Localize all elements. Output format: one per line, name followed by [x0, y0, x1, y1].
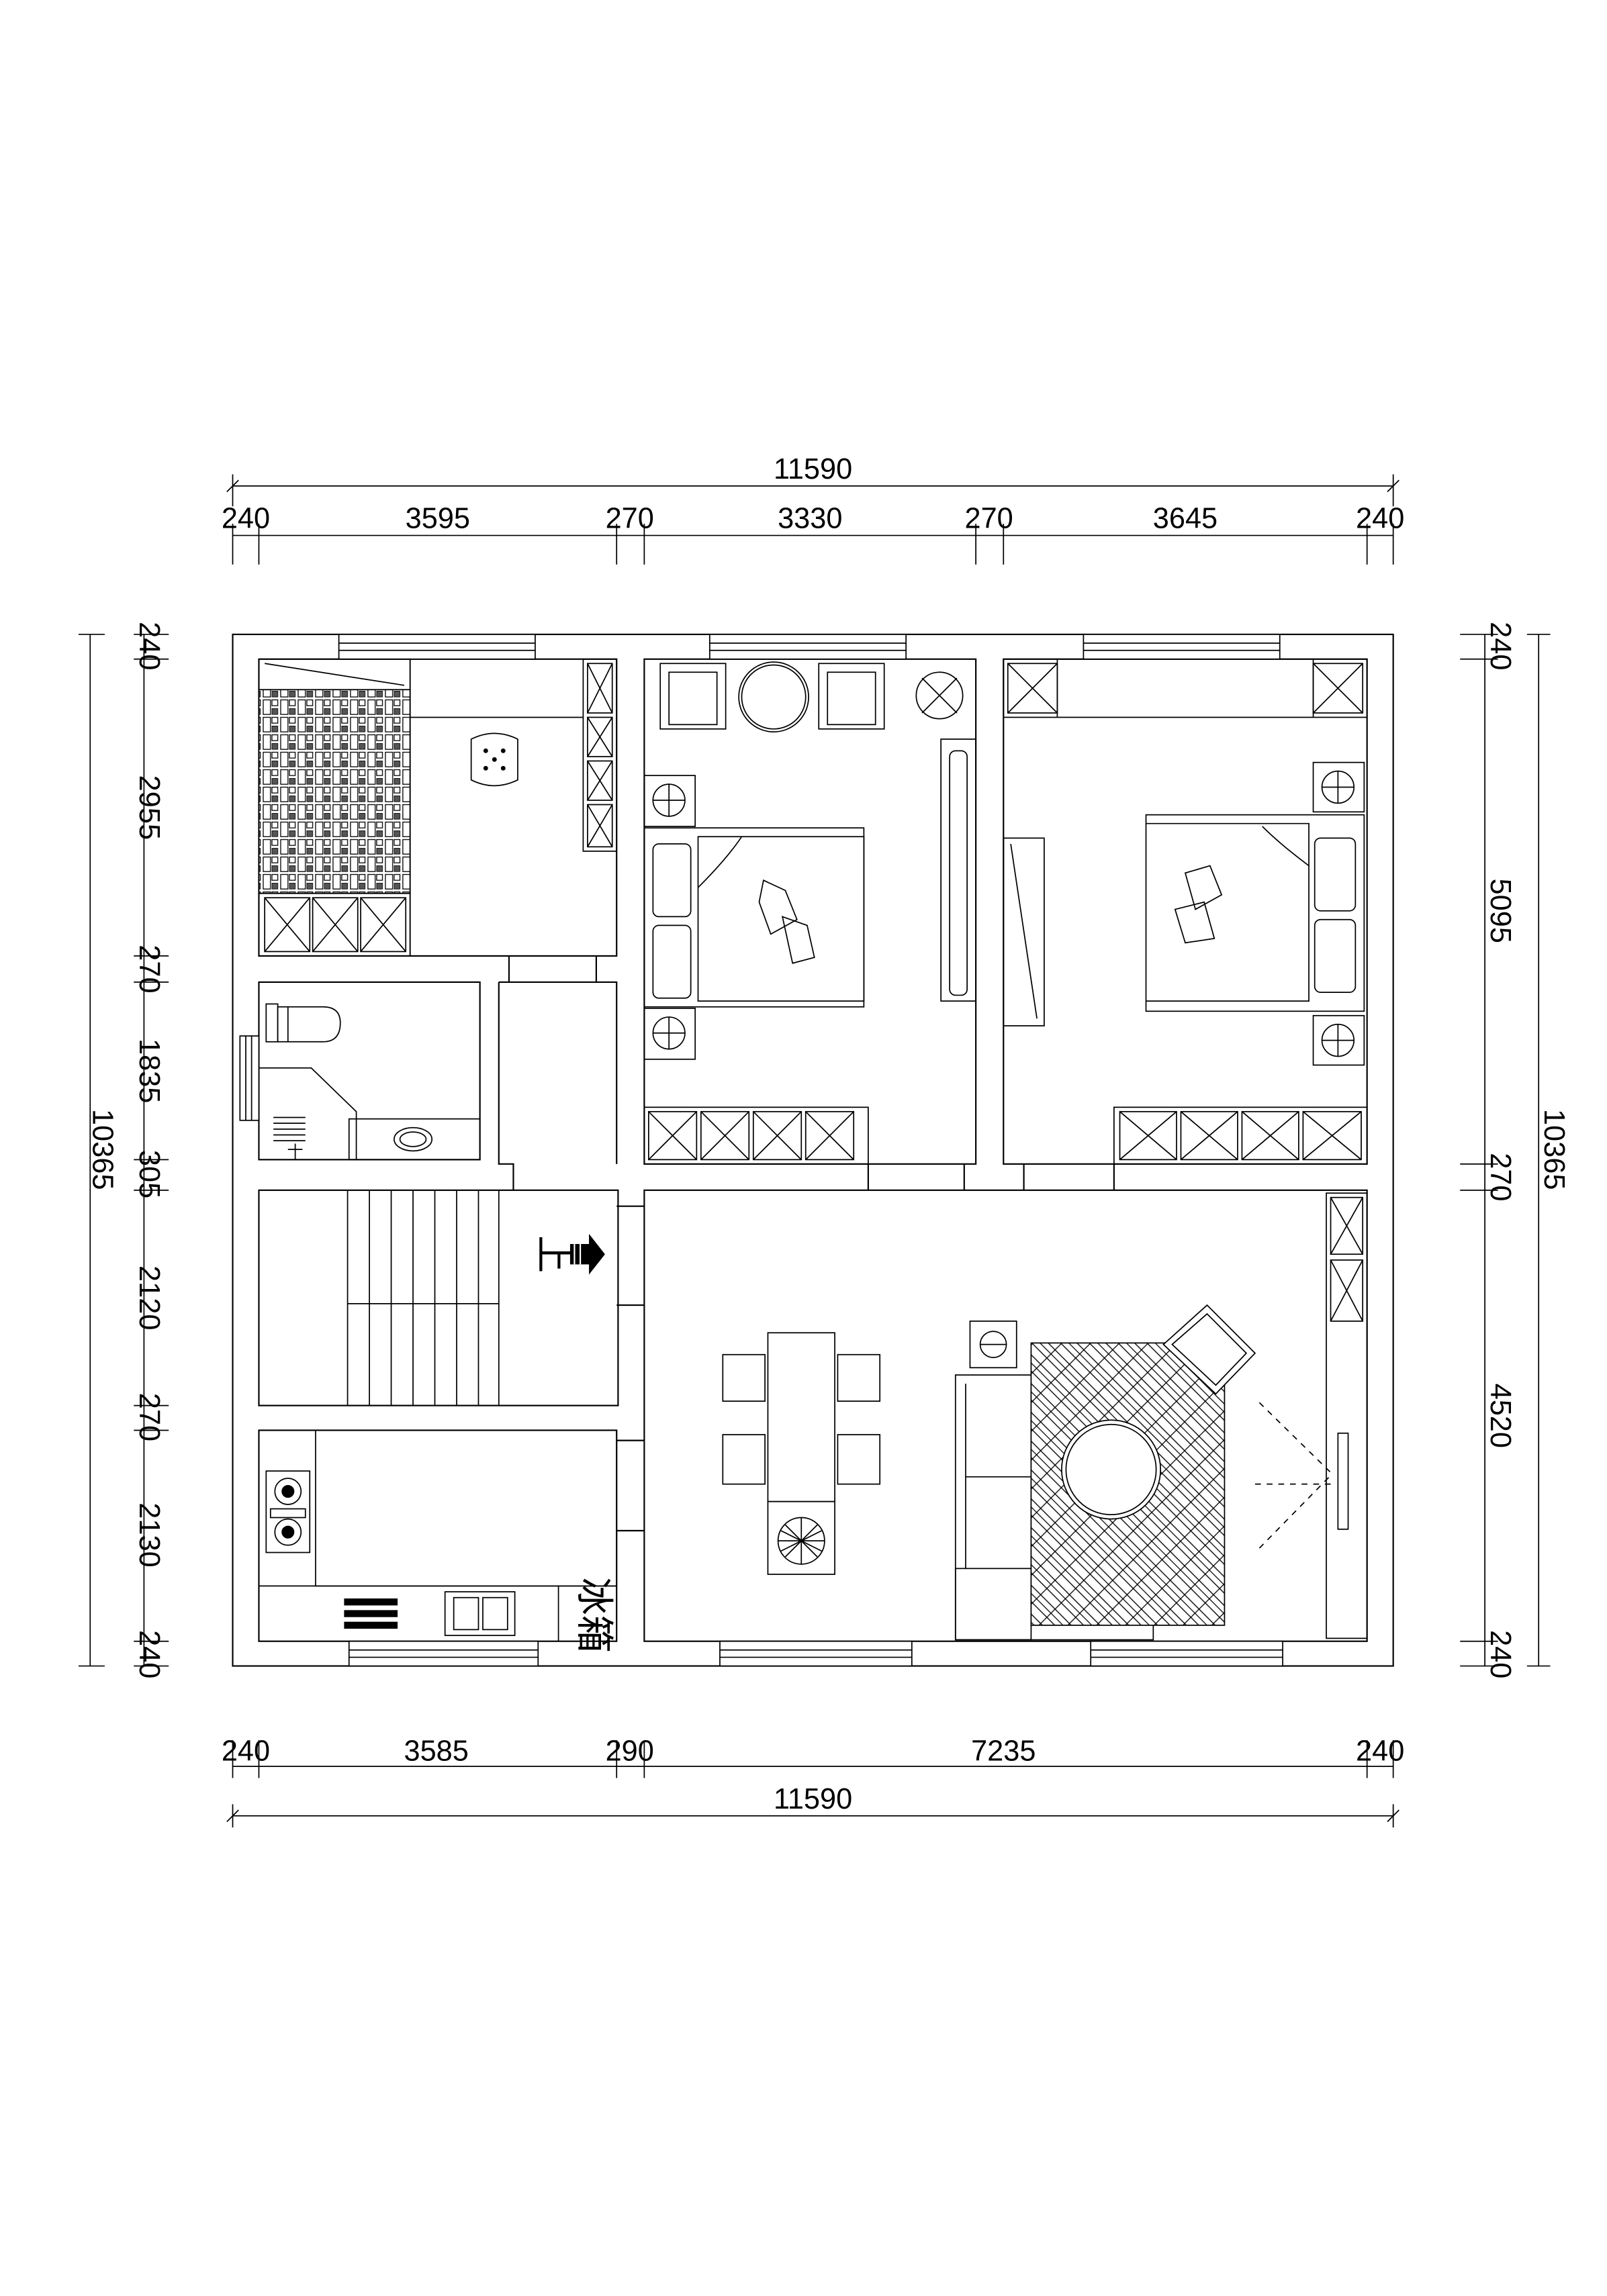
- dining-table: [722, 1332, 881, 1575]
- left-dim-8: 2130: [133, 1502, 165, 1567]
- top-dim-4: 3330: [778, 503, 842, 535]
- bottom-dim-1: 240: [222, 1735, 270, 1767]
- nightstand-right-top: [1312, 761, 1365, 813]
- top-total-dim: 11590: [774, 453, 852, 485]
- toilet: [265, 1003, 341, 1043]
- radiator: [273, 1116, 306, 1142]
- nightstand-bottom: [643, 1008, 696, 1060]
- right-dim-4: 4520: [1484, 1384, 1516, 1448]
- left-dim-4: 1835: [133, 1039, 165, 1103]
- tv-screen: [1337, 1432, 1349, 1530]
- double-bed-2: [1145, 814, 1365, 1012]
- wardrobe-right-bottom: [1113, 1106, 1368, 1165]
- windows: [239, 634, 1283, 1667]
- kitchen: [259, 1429, 618, 1641]
- nightstand-right-bottom: [1312, 1014, 1365, 1066]
- dish-rack-icon: [344, 1598, 398, 1629]
- left-dim-7: 270: [133, 1393, 165, 1441]
- left-dim-9: 240: [133, 1630, 165, 1678]
- bedroom-2: [1003, 658, 1368, 1165]
- gas-stove-icon: [265, 1470, 311, 1553]
- left-total-dim: 10365: [87, 1109, 119, 1190]
- right-dim-1: 240: [1484, 622, 1516, 670]
- stair-direction-arrow-icon: [569, 1233, 605, 1275]
- staircase: [347, 1190, 500, 1406]
- bottom-total-dim: 11590: [774, 1783, 852, 1815]
- lounge-chair: [1162, 1304, 1256, 1395]
- sink-icon: [444, 1591, 516, 1636]
- bottom-dim-5: 240: [1356, 1735, 1404, 1767]
- left-dim-1: 240: [133, 622, 165, 670]
- right-dim-3: 270: [1484, 1153, 1516, 1201]
- tv-cabinet: [1003, 837, 1045, 1026]
- left-dim-2: 2955: [133, 775, 165, 840]
- bottom-dim-4: 7235: [971, 1735, 1036, 1767]
- coffee-table: [1061, 1419, 1162, 1520]
- tv-unit: [1326, 1192, 1368, 1639]
- round-table: [738, 661, 809, 733]
- armchair: [470, 732, 518, 787]
- right-dim-2: 5095: [1484, 879, 1516, 943]
- top-dim-7: 240: [1356, 503, 1404, 535]
- lounge-chair-right: [818, 663, 885, 730]
- top-dim-2: 3595: [406, 503, 470, 535]
- plant-icon: [777, 1517, 825, 1565]
- top-dim-3: 270: [606, 503, 654, 535]
- right-total-dim: 10365: [1538, 1109, 1570, 1190]
- right-dim-5: 240: [1484, 1630, 1516, 1678]
- bathroom: [259, 1003, 481, 1161]
- lounge-chair-left: [659, 663, 727, 730]
- study-room: [258, 658, 618, 957]
- woven-rug: [258, 689, 411, 894]
- side-table-icon: [969, 1321, 1017, 1369]
- fridge-label: 冰箱: [572, 1577, 616, 1653]
- left-dimensions: [78, 634, 169, 1667]
- round-lamp-icon: [915, 671, 964, 720]
- tv-view-lines: [1254, 1402, 1333, 1549]
- top-dim-1: 240: [222, 503, 270, 535]
- left-dim-6: 2120: [133, 1265, 165, 1330]
- left-dim-3: 270: [133, 945, 165, 993]
- wardrobe-bottom: [643, 1106, 869, 1165]
- bottom-dimensions: [226, 1740, 1399, 1828]
- double-bed: [643, 827, 865, 1008]
- bedroom-1: [643, 661, 976, 1165]
- top-dim-5: 270: [964, 503, 1013, 535]
- wardrobe-panel: [940, 738, 976, 1002]
- bottom-dim-3: 290: [606, 1735, 654, 1767]
- nightstand-top: [643, 775, 696, 827]
- living-dining: [722, 1192, 1368, 1641]
- bottom-dim-2: 3585: [404, 1735, 469, 1767]
- top-dimensions: [226, 474, 1399, 565]
- top-dim-6: 3645: [1153, 503, 1218, 535]
- left-dim-5: 305: [133, 1150, 165, 1198]
- right-dimensions: [1460, 634, 1551, 1667]
- stair-up-label: 上: [532, 1235, 576, 1273]
